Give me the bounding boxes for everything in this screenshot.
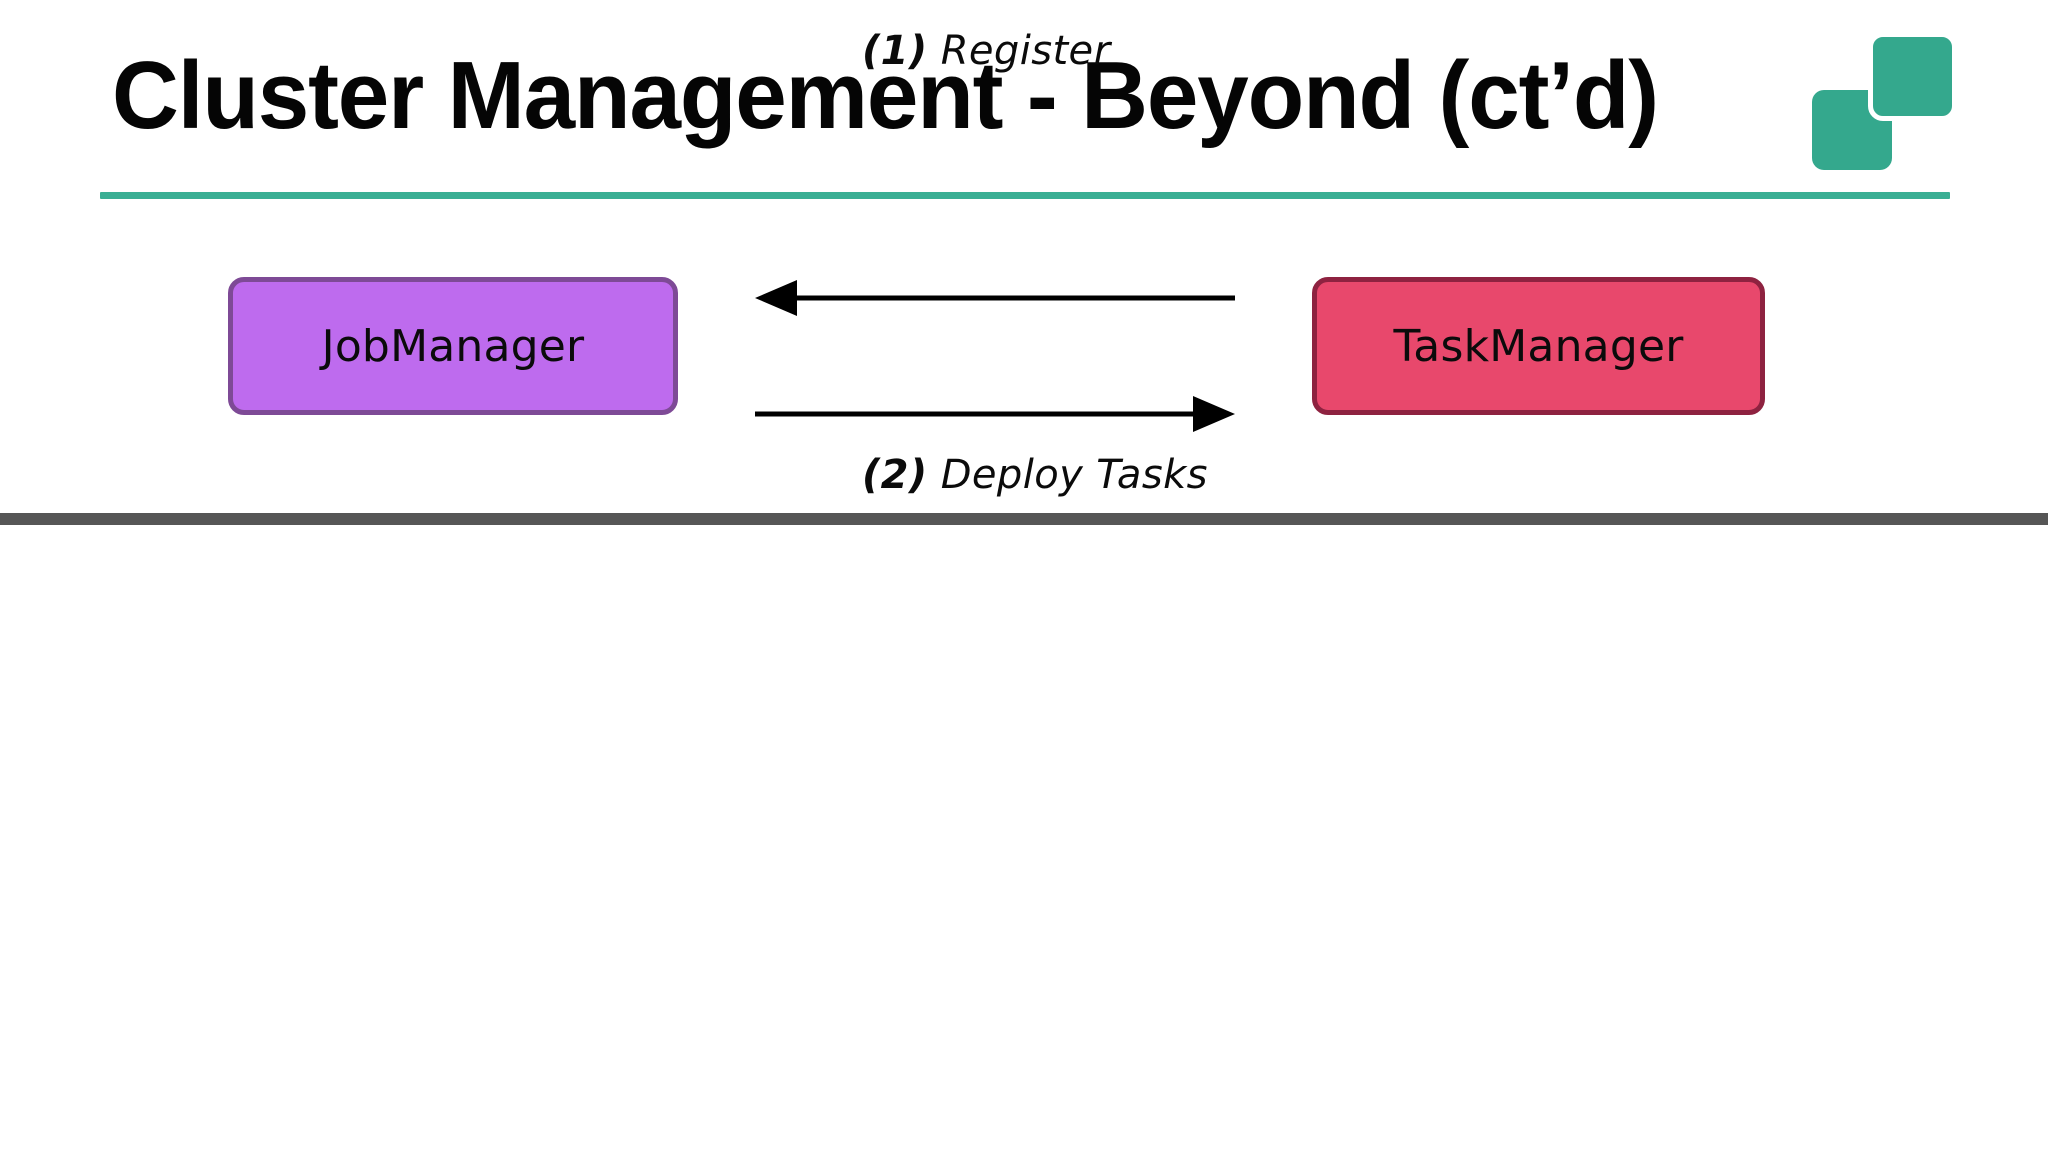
arrow-label-deploy-tasks: (2) Deploy Tasks	[862, 452, 1208, 498]
slide-body-empty	[0, 525, 2048, 1152]
arrow-label-register: (1) Register	[862, 28, 1110, 74]
arrow-register-icon	[755, 280, 1235, 316]
arrow-deploy-tasks-head	[1193, 396, 1235, 432]
node-jobmanager-label: JobManager	[321, 320, 585, 372]
arrow-deploy-tasks-icon	[755, 396, 1235, 432]
slide-header: Cluster Management - Beyond (ct’d)	[0, 0, 2048, 200]
sequence-diagram: JobManager TaskManager	[0, 200, 2048, 520]
logo-square-front-icon	[1868, 32, 1957, 121]
node-jobmanager[interactable]: JobManager	[228, 277, 678, 415]
arrow-label-register-number: (1)	[862, 28, 928, 74]
arrow-register-head	[755, 280, 797, 316]
brand-logo	[1812, 32, 1957, 172]
bottom-separator-bar	[0, 513, 2048, 525]
node-taskmanager[interactable]: TaskManager	[1312, 277, 1765, 415]
arrow-label-deploy-tasks-text: Deploy Tasks	[927, 452, 1208, 498]
arrow-label-register-text: Register	[927, 28, 1111, 74]
title-underline-rule	[100, 192, 1950, 199]
page-title: Cluster Management - Beyond (ct’d)	[112, 42, 1659, 149]
node-taskmanager-label: TaskManager	[1393, 320, 1684, 372]
arrow-label-deploy-tasks-number: (2)	[862, 452, 928, 498]
